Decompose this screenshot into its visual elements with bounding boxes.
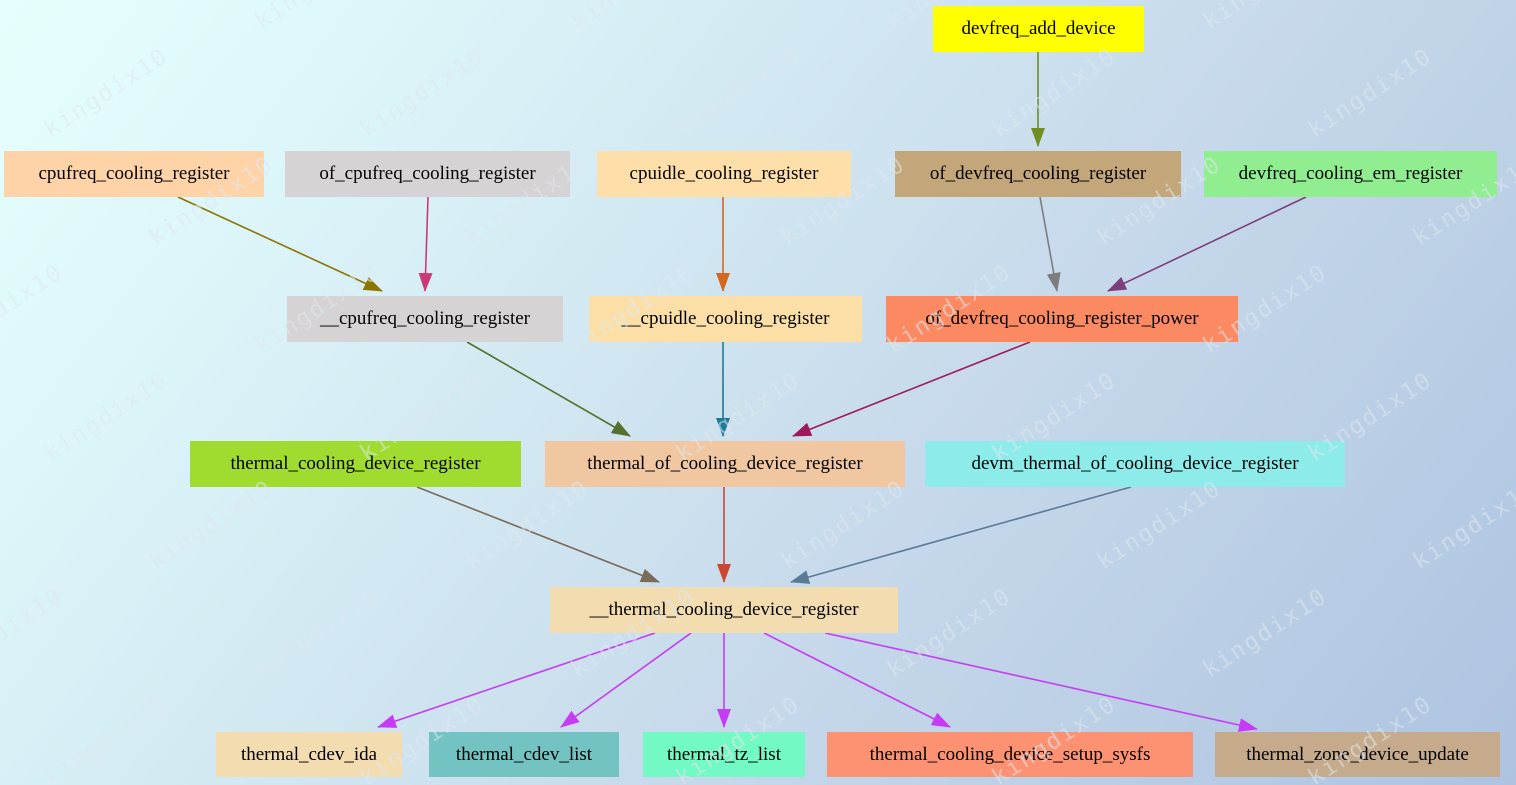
node-thermal_cdev_ida: thermal_cdev_ida bbox=[216, 732, 402, 777]
node-label: thermal_cooling_device_setup_sysfs bbox=[869, 743, 1151, 765]
node-of_devfreq_cooling_register: of_devfreq_cooling_register bbox=[895, 151, 1181, 197]
node-label: cpufreq_cooling_register bbox=[38, 163, 230, 184]
node-cpufreq_cooling_register: cpufreq_cooling_register bbox=[4, 151, 264, 197]
node-thermal_cooling_device_register: thermal_cooling_device_register bbox=[190, 441, 521, 487]
edge-devfreq_cooling_em_register--of_devfreq_cooling_register_power bbox=[1107, 196, 1307, 292]
node-label: thermal_zone_device_update bbox=[1246, 743, 1469, 765]
edge-__thermal_cooling_device_register--thermal_cdev_ida bbox=[377, 632, 656, 728]
edge-__thermal_cooling_device_register--thermal_zone_device_update bbox=[824, 632, 1258, 732]
edge-__cpufreq_cooling_register--thermal_of_cooling_device_register bbox=[466, 341, 631, 437]
node-cpuidle_cooling_register: cpuidle_cooling_register bbox=[597, 151, 851, 197]
edge-thermal_cooling_device_register--__thermal_cooling_device_register bbox=[416, 486, 660, 583]
node-__thermal_cooling_device_register: __thermal_cooling_device_register bbox=[550, 587, 898, 633]
edge-of_devfreq_cooling_register--of_devfreq_cooling_register_power bbox=[1039, 196, 1061, 292]
node-label: __thermal_cooling_device_register bbox=[589, 599, 859, 620]
node-label: thermal_tz_list bbox=[667, 743, 781, 765]
node-label: devfreq_cooling_em_register bbox=[1238, 163, 1463, 184]
node-devm_thermal_of_cooling_device_register: devm_thermal_of_cooling_device_register bbox=[925, 441, 1345, 487]
edge-devm_thermal_of_cooling_device_register--__thermal_cooling_device_register bbox=[790, 486, 1132, 584]
node-thermal_tz_list: thermal_tz_list bbox=[643, 732, 805, 777]
node-label: __cpuidle_cooling_register bbox=[621, 308, 830, 329]
node-of_cpufreq_cooling_register: of_cpufreq_cooling_register bbox=[285, 151, 570, 197]
edge-__thermal_cooling_device_register--thermal_cdev_list bbox=[560, 632, 692, 728]
node-label: thermal_of_cooling_device_register bbox=[587, 453, 863, 474]
node-label: of_devfreq_cooling_register_power bbox=[925, 308, 1199, 329]
node-thermal_cdev_list: thermal_cdev_list bbox=[429, 732, 619, 777]
node-label: devfreq_add_device bbox=[961, 18, 1116, 39]
node-label: thermal_cooling_device_register bbox=[230, 453, 481, 474]
node-__cpuidle_cooling_register: __cpuidle_cooling_register bbox=[589, 296, 862, 342]
node-label: devm_thermal_of_cooling_device_register bbox=[971, 453, 1299, 474]
node-label: cpuidle_cooling_register bbox=[629, 163, 819, 184]
edge-cpufreq_cooling_register--__cpufreq_cooling_register bbox=[177, 196, 383, 292]
node-thermal_zone_device_update: thermal_zone_device_update bbox=[1215, 732, 1500, 777]
node-label: thermal_cdev_list bbox=[455, 743, 593, 765]
node-devfreq_add_device: devfreq_add_device bbox=[933, 6, 1144, 52]
node-of_devfreq_cooling_register_power: of_devfreq_cooling_register_power bbox=[886, 296, 1238, 342]
edge-of_cpufreq_cooling_register--__cpufreq_cooling_register bbox=[418, 196, 433, 292]
node-thermal_cooling_device_setup_sysfs: thermal_cooling_device_setup_sysfs bbox=[827, 732, 1193, 777]
node-label: of_cpufreq_cooling_register bbox=[319, 163, 536, 184]
edge-__thermal_cooling_device_register--thermal_cooling_device_setup_sysfs bbox=[763, 632, 951, 728]
edge-of_devfreq_cooling_register_power--thermal_of_cooling_device_register bbox=[792, 341, 1031, 437]
node-devfreq_cooling_em_register: devfreq_cooling_em_register bbox=[1204, 151, 1497, 197]
node-thermal_of_cooling_device_register: thermal_of_cooling_device_register bbox=[545, 441, 905, 487]
node-__cpufreq_cooling_register: __cpufreq_cooling_register bbox=[287, 296, 563, 342]
node-label: of_devfreq_cooling_register bbox=[929, 163, 1147, 184]
node-label: thermal_cdev_ida bbox=[240, 743, 378, 765]
node-label: __cpufreq_cooling_register bbox=[320, 308, 530, 329]
